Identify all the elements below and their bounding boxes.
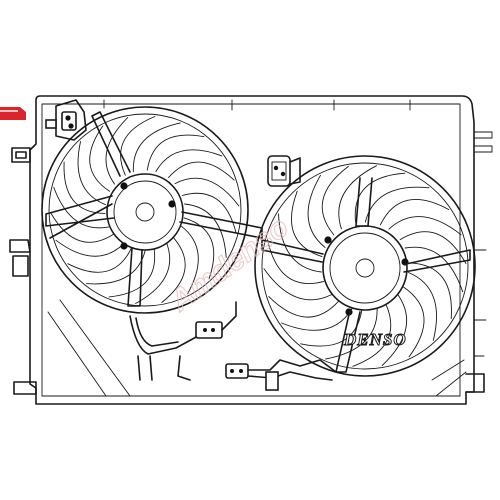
brand-label: DENSO <box>343 330 407 349</box>
corner-tag <box>0 107 26 120</box>
fan-blade <box>381 286 425 366</box>
fan-blade <box>325 304 392 367</box>
fan-blade <box>408 262 452 341</box>
right-fan <box>254 155 476 377</box>
top-connector <box>45 99 87 141</box>
left-fan <box>41 106 263 314</box>
fan-blade <box>50 186 114 243</box>
fan-blade <box>89 117 129 192</box>
fan-blade <box>263 268 340 318</box>
fan-blade <box>354 172 430 224</box>
wiring-harness <box>129 301 337 391</box>
fan-blade <box>120 116 181 176</box>
fan-blade <box>379 199 462 236</box>
fan-blade <box>86 248 156 298</box>
center-connector <box>267 155 301 187</box>
fan-blade <box>168 161 240 207</box>
fan-blade <box>399 231 467 293</box>
fan-blade <box>146 134 223 172</box>
left-fan-blades <box>50 116 240 304</box>
fan-blade <box>291 174 326 258</box>
shroud-frame <box>9 95 493 405</box>
fan-blade <box>135 237 186 304</box>
fan-blade <box>181 217 215 295</box>
fan-blade <box>55 239 133 273</box>
fan-blade <box>321 165 378 236</box>
